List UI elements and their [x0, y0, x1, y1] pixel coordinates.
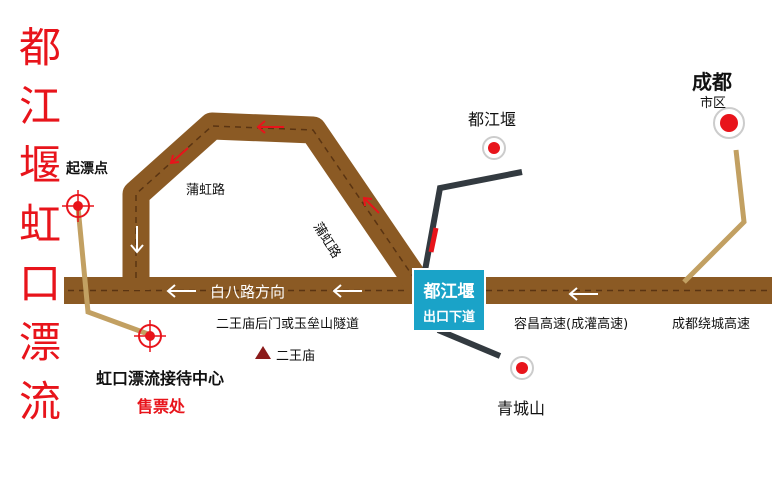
- ring-highway-label: 成都绕城高速: [672, 317, 751, 332]
- start-point-target-icon: [62, 190, 94, 222]
- puhong-road-loop: [122, 112, 434, 298]
- erwang-temple-label: 二王庙: [276, 349, 316, 364]
- qingcheng-label: 青城山: [497, 399, 546, 418]
- reception-label: 虹口漂流接待中心: [96, 369, 225, 388]
- arrow-left-icon: [332, 284, 362, 298]
- title-char: 口: [18, 259, 61, 308]
- chengdu-feeder-road: [682, 149, 747, 284]
- title-char: 堰: [18, 141, 61, 190]
- title-char: 都: [18, 23, 61, 72]
- erwang-tunnel-label: 二王庙后门或玉垒山隧道: [216, 317, 360, 332]
- vertical-title: 都 江 堰 虹 口 漂 流: [12, 18, 68, 431]
- arrow-red-icon: [362, 196, 380, 214]
- dujiangyan-label: 都江堰: [468, 110, 517, 129]
- chengdu-marker: [713, 107, 745, 139]
- interchange-south-road: [436, 327, 502, 359]
- mountain-icon: [255, 346, 271, 359]
- arrow-left-icon: [568, 287, 598, 301]
- qingcheng-marker: [510, 356, 534, 380]
- rongchang-highway-label: 容昌高速(成灌高速): [514, 317, 629, 332]
- interchange-north-road: [421, 169, 523, 277]
- puhong-road-center-dash: [135, 125, 415, 279]
- exit-box: 都江堰 出口下道: [412, 268, 486, 332]
- ramp-red-mark: [428, 227, 439, 253]
- start-feeder-road: [75, 206, 149, 337]
- title-char: 虹: [18, 200, 61, 249]
- arrow-left-icon: [166, 284, 196, 298]
- arrow-red-icon: [169, 147, 189, 165]
- puhong-road-label: 蒲虹路: [186, 183, 226, 198]
- start-point-label: 起漂点: [66, 161, 108, 177]
- reception-target-icon: [134, 320, 166, 352]
- title-char: 流: [18, 377, 61, 426]
- baiba-direction-label: 白八路方向: [210, 283, 286, 301]
- chengdu-sub-label: 市区: [700, 96, 727, 111]
- title-char: 江: [18, 82, 61, 131]
- arrow-red-icon: [256, 120, 284, 134]
- exit-subtitle: 出口下道: [422, 310, 475, 325]
- dujiangyan-marker: [482, 136, 506, 160]
- chengdu-label: 成都: [692, 70, 732, 94]
- ticket-label: 售票处: [137, 397, 186, 416]
- title-char: 漂: [18, 318, 61, 367]
- exit-title: 都江堰: [423, 282, 475, 302]
- arrow-down-icon: [130, 226, 144, 254]
